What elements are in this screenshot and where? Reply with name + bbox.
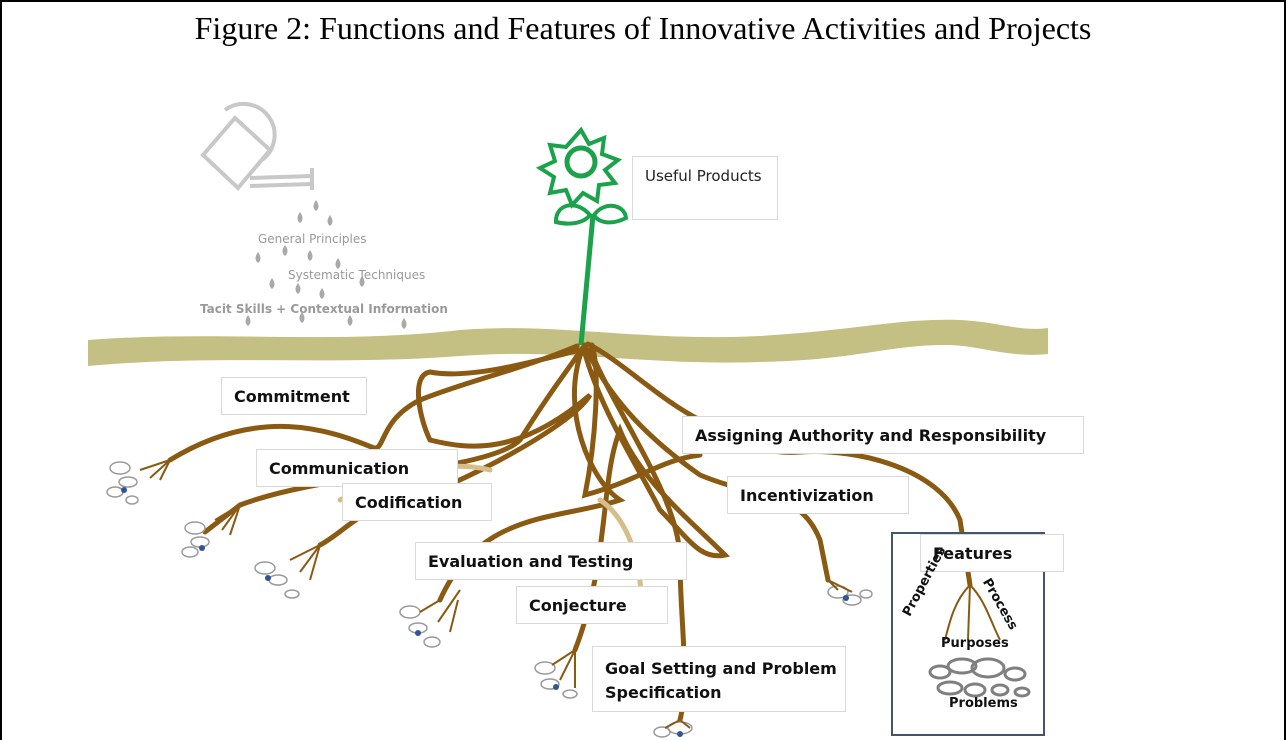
ground-band [88, 319, 1048, 366]
flower-icon [535, 126, 629, 346]
root-label-conjecture: Conjecture [516, 586, 668, 624]
root-label-communication: Communication [256, 449, 458, 487]
root-label-assigning-authority: Assigning Authority and Responsibility [682, 416, 1084, 454]
figure-title: Figure 2: Functions and Features of Inno… [194, 10, 1092, 46]
root-label-goal-setting: Goal Setting and Problem Specification [592, 646, 846, 712]
features-box [891, 532, 1045, 736]
drop-label-systematic-techniques: Systematic Techniques [288, 268, 426, 282]
root-label-evaluation-testing: Evaluation and Testing [415, 542, 687, 580]
features-purposes: Purposes [941, 636, 1009, 651]
root-label-incentivization: Incentivization [727, 476, 909, 514]
root-tip-rocks [106, 461, 873, 738]
features-heading: Features [920, 534, 1064, 572]
root-label-commitment: Commitment [221, 377, 367, 415]
drop-label-general-principles: General Principles [258, 232, 367, 246]
features-problems: Problems [949, 696, 1018, 711]
root-tip-hairs [139, 459, 853, 729]
feature-rocks [928, 657, 1031, 698]
drop-label-tacit-skills: Tacit Skills + Contextual Information [200, 302, 448, 316]
root-tip-dots [121, 487, 849, 737]
root-label-codification: Codification [342, 483, 492, 521]
useful-products-label: Useful Products [632, 156, 778, 220]
water-drops [245, 200, 407, 329]
feature-roots [944, 584, 1001, 641]
watering-can-icon [200, 101, 314, 191]
